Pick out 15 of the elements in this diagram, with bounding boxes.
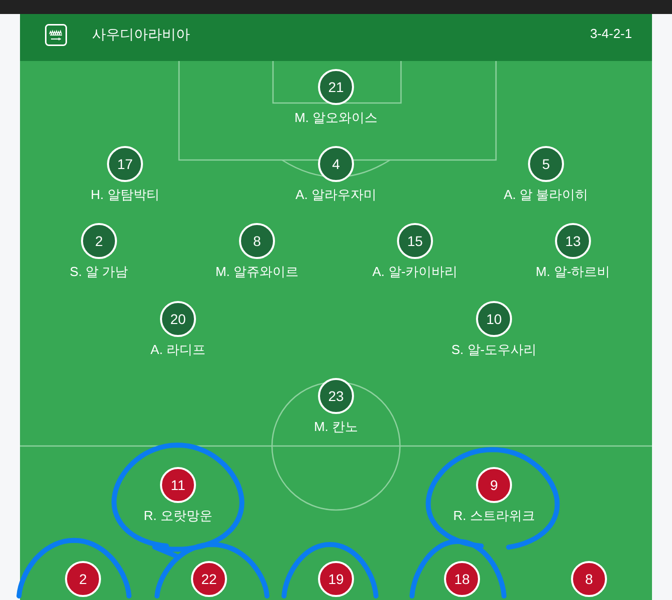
player-name: H. 알탐박티: [90, 187, 160, 203]
player-name: S. 알 가남: [70, 264, 128, 280]
player-name: S. 알-도우사리: [451, 342, 537, 358]
player-name: A. 라디프: [150, 342, 206, 358]
player-name: R. 스트라위크: [453, 508, 535, 524]
player-name: M. 칸노: [314, 419, 358, 435]
player-name: M. 알오와이스: [294, 110, 378, 126]
player-name: A. 알 불라이히: [504, 187, 588, 203]
team-name: 사우디아라비아: [92, 25, 190, 43]
player-name: A. 알-카이바리: [372, 264, 458, 280]
formation-label: 3-4-2-1: [590, 25, 632, 43]
player-name: M. 알-하르비: [536, 264, 610, 280]
player-name: M. 알쥬와이르: [215, 264, 299, 280]
player-name: A. 알라우자미: [296, 187, 376, 203]
player-name: R. 오랏망운: [144, 508, 212, 524]
